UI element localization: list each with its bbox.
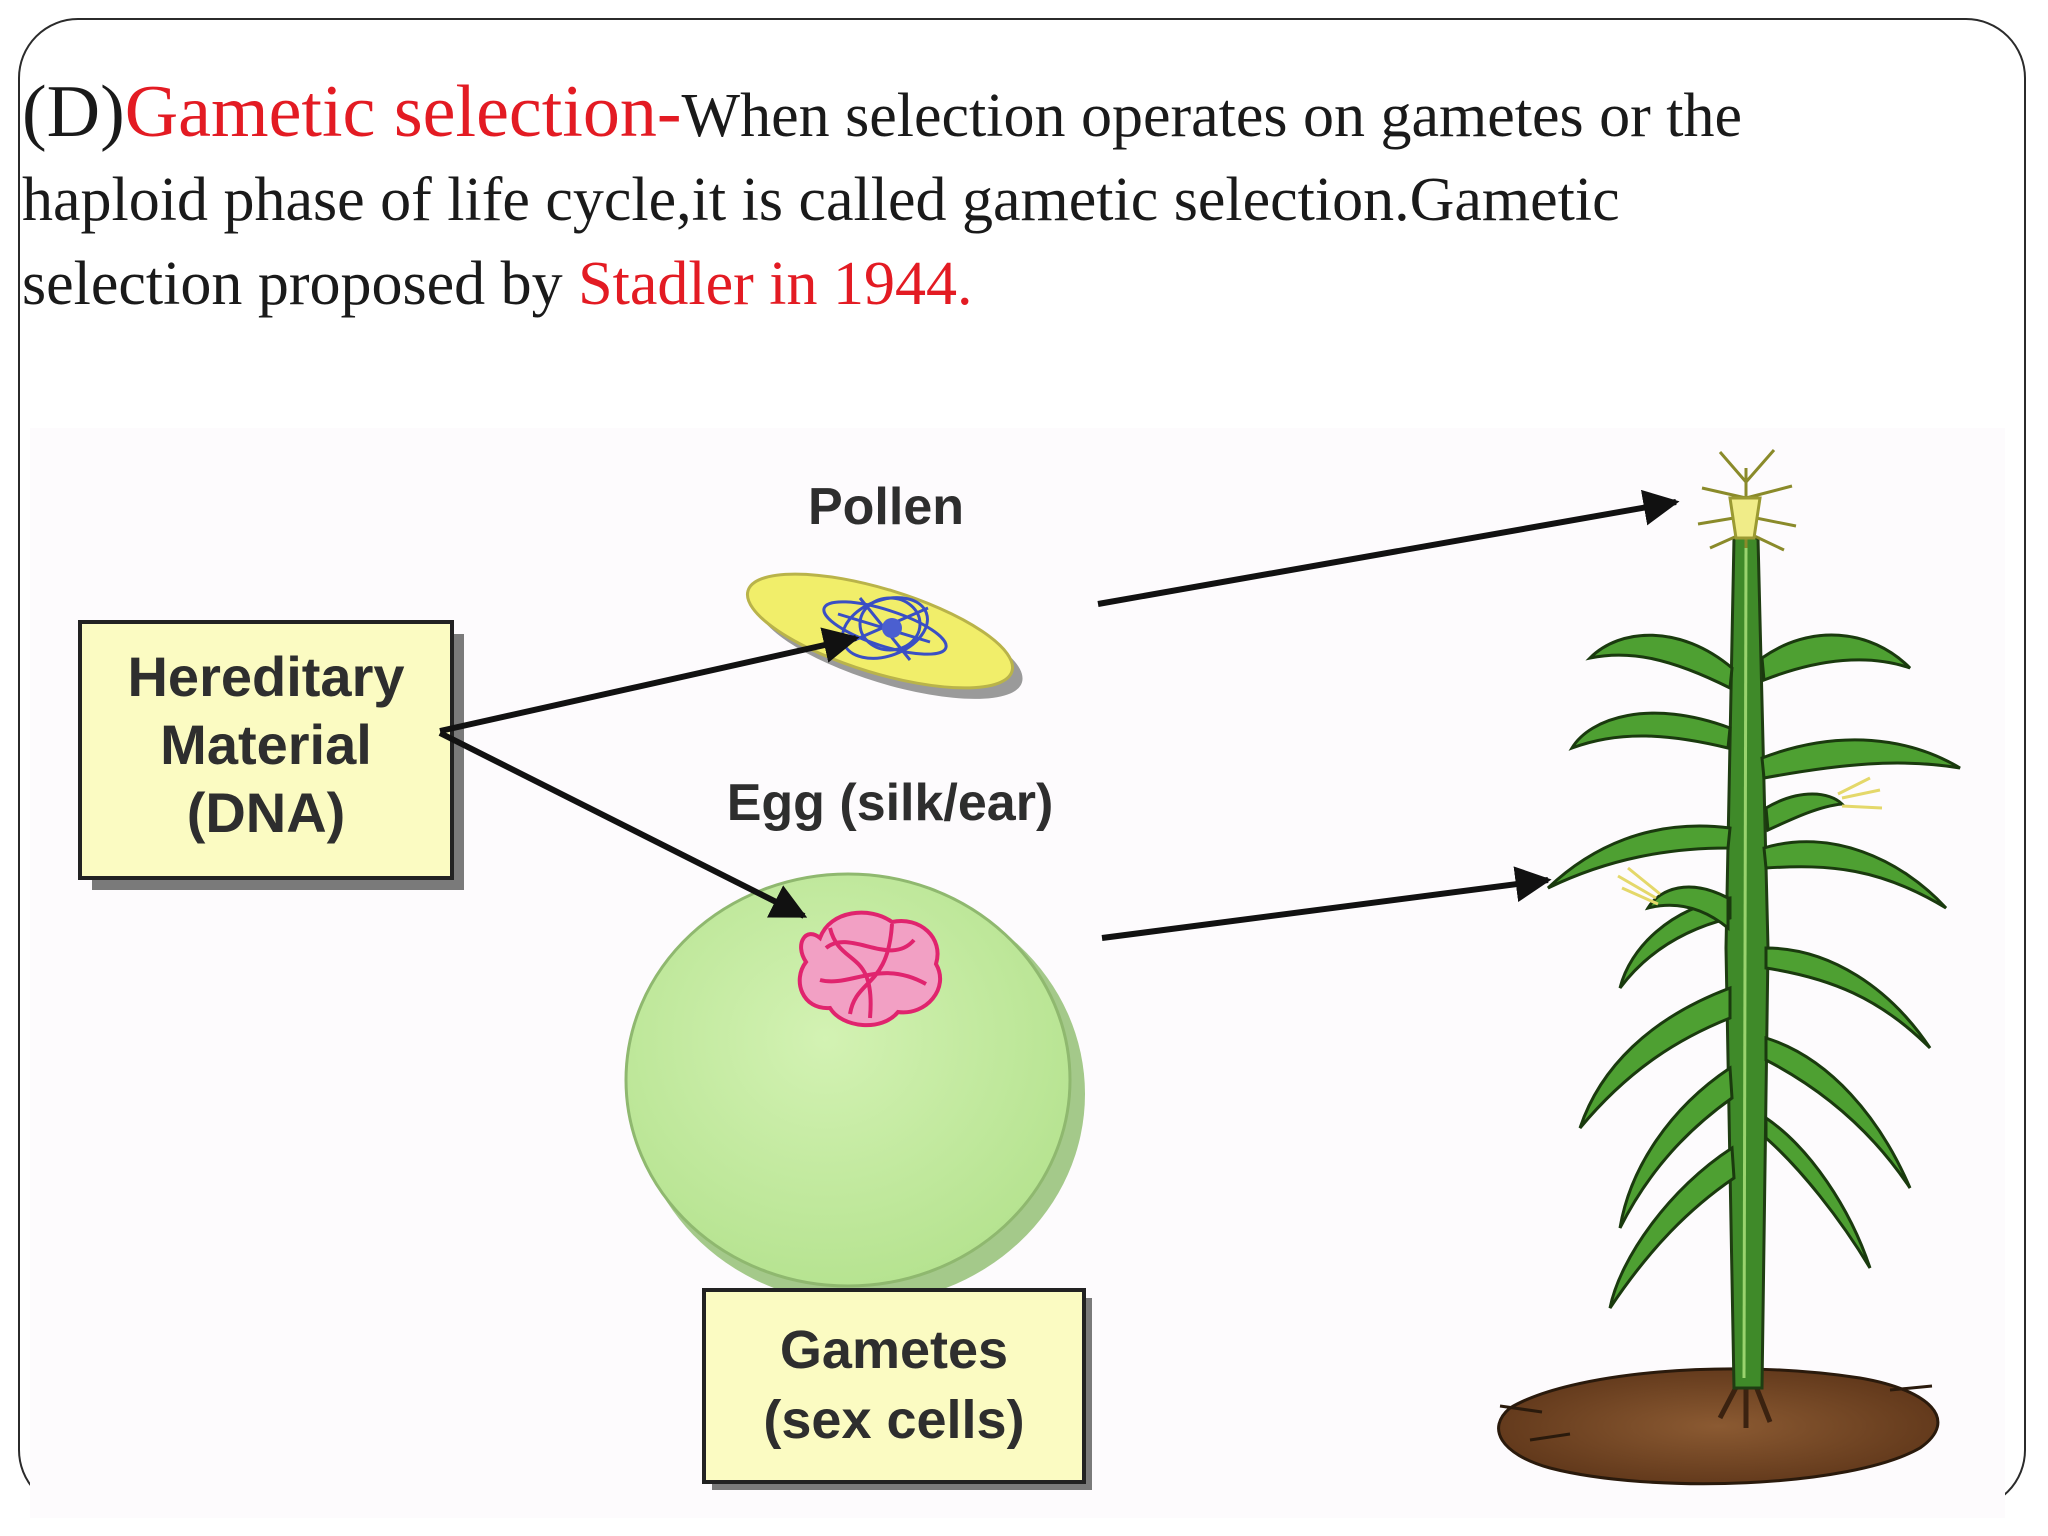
arrow-to-pollen (439, 627, 860, 734)
corn-plant-illustration (1497, 449, 1961, 1486)
corn-ear (1617, 776, 1883, 932)
egg-cell (624, 872, 1085, 1304)
definition-line-2: haploid phase of life cycle,it is called… (22, 166, 1620, 234)
hereditary-label-line-2: Material (160, 713, 372, 776)
corn-tassel (1697, 449, 1797, 552)
stadler-attribution: Stadler in 1944. (578, 250, 973, 318)
hereditary-material-box: Hereditary Material (DNA) (78, 620, 464, 890)
gametes-box: Gametes (sex cells) (702, 1288, 1092, 1490)
gametes-label-line-2: (sex cells) (763, 1390, 1024, 1450)
pollen-grain (745, 572, 1023, 699)
gametic-selection-diagram: Hereditary Material (DNA) Pollen (30, 428, 2005, 1518)
hereditary-label-line-3: (DNA) (187, 781, 346, 844)
slide-text: (D)Gametic selection-When selection oper… (22, 70, 2002, 326)
pollen-label: Pollen (808, 478, 964, 536)
arrow-pollen-to-tassel (1097, 489, 1680, 607)
gametes-label-line-1: Gametes (780, 1320, 1008, 1380)
text-line-3: selection proposed by Stadler in 1944. (22, 242, 2002, 326)
hereditary-label-line-1: Hereditary (127, 645, 404, 708)
term-gametic-selection: Gametic selection- (124, 71, 682, 153)
section-label: (D) (22, 71, 125, 153)
dna-chromatin-icon (822, 596, 948, 661)
egg-nucleus-icon (797, 910, 943, 1027)
arrow-to-egg (438, 730, 808, 919)
egg-label: Egg (silk/ear) (727, 774, 1054, 832)
text-line-1: (D)Gametic selection-When selection oper… (22, 70, 2002, 158)
soil-mound (1497, 1367, 1940, 1486)
definition-line-1: When selection operates on gametes or th… (681, 82, 1743, 150)
corn-leaves (1546, 633, 1736, 1309)
arrow-egg-to-ear (1101, 866, 1552, 941)
definition-line-3: selection proposed by (22, 250, 579, 318)
